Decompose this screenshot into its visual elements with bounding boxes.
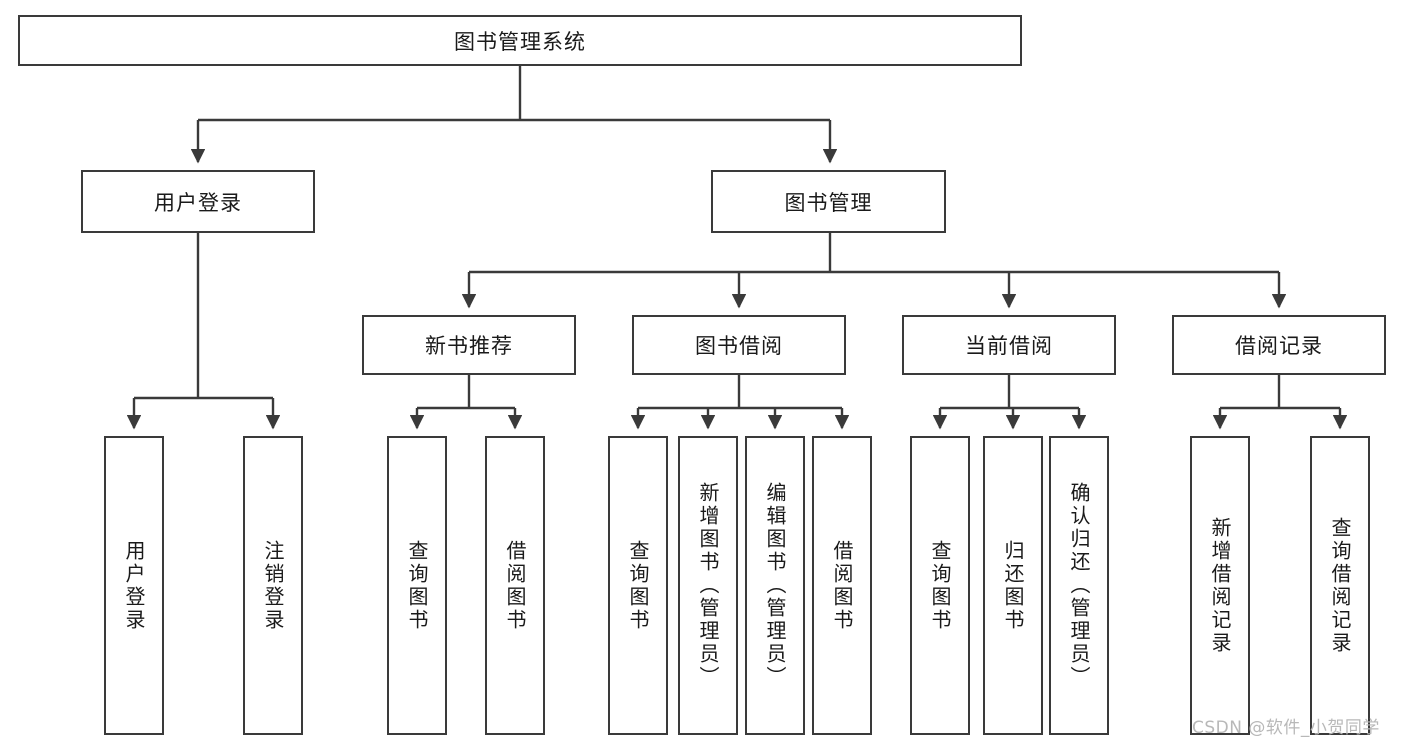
node-leaf-query-borrow-record[interactable]: 查询借阅记录 bbox=[1310, 436, 1370, 735]
node-root-label: 图书管理系统 bbox=[454, 29, 586, 54]
node-leaf-label: 确认归还（管理员） bbox=[1067, 482, 1091, 689]
node-current-borrow[interactable]: 当前借阅 bbox=[902, 315, 1116, 375]
node-leaf-label: 用户登录 bbox=[122, 539, 146, 632]
node-leaf-label: 注销登录 bbox=[261, 539, 285, 632]
node-new-book-recommend[interactable]: 新书推荐 bbox=[362, 315, 576, 375]
node-leaf-add-book-admin[interactable]: 新增图书（管理员） bbox=[678, 436, 738, 735]
node-leaf-label: 借阅图书 bbox=[830, 539, 854, 632]
node-leaf-label: 借阅图书 bbox=[503, 539, 527, 632]
node-leaf-label: 查询图书 bbox=[928, 539, 952, 632]
node-leaf-edit-book-admin[interactable]: 编辑图书（管理员） bbox=[745, 436, 805, 735]
node-book-borrow[interactable]: 图书借阅 bbox=[632, 315, 846, 375]
node-current-borrow-label: 当前借阅 bbox=[965, 334, 1053, 358]
node-leaf-borrow-book-newbook[interactable]: 借阅图书 bbox=[485, 436, 545, 735]
node-book-management-label: 图书管理 bbox=[784, 190, 873, 215]
node-leaf-add-borrow-record[interactable]: 新增借阅记录 bbox=[1190, 436, 1250, 735]
node-leaf-user-login[interactable]: 用户登录 bbox=[104, 436, 164, 735]
node-book-borrow-label: 图书借阅 bbox=[695, 334, 783, 358]
node-user-login-label: 用户登录 bbox=[154, 190, 242, 215]
node-leaf-confirm-return-admin[interactable]: 确认归还（管理员） bbox=[1049, 436, 1109, 735]
node-leaf-query-book-newbook[interactable]: 查询图书 bbox=[387, 436, 447, 735]
node-user-login[interactable]: 用户登录 bbox=[81, 170, 315, 233]
node-leaf-label: 归还图书 bbox=[1001, 539, 1025, 632]
node-leaf-label: 查询图书 bbox=[626, 539, 650, 632]
node-leaf-label: 查询图书 bbox=[405, 539, 429, 632]
node-borrow-record[interactable]: 借阅记录 bbox=[1172, 315, 1386, 375]
node-leaf-query-book-borrow[interactable]: 查询图书 bbox=[608, 436, 668, 735]
node-leaf-label: 新增图书（管理员） bbox=[696, 482, 720, 689]
node-leaf-query-book-current[interactable]: 查询图书 bbox=[910, 436, 970, 735]
node-leaf-logout[interactable]: 注销登录 bbox=[243, 436, 303, 735]
node-leaf-label: 查询借阅记录 bbox=[1328, 516, 1352, 655]
node-new-book-recommend-label: 新书推荐 bbox=[425, 334, 513, 358]
node-root[interactable]: 图书管理系统 bbox=[18, 15, 1022, 66]
node-borrow-record-label: 借阅记录 bbox=[1235, 334, 1323, 358]
node-leaf-return-book[interactable]: 归还图书 bbox=[983, 436, 1043, 735]
node-leaf-label: 新增借阅记录 bbox=[1208, 516, 1232, 655]
node-leaf-label: 编辑图书（管理员） bbox=[763, 482, 787, 689]
node-book-management[interactable]: 图书管理 bbox=[711, 170, 946, 233]
node-leaf-borrow-book[interactable]: 借阅图书 bbox=[812, 436, 872, 735]
